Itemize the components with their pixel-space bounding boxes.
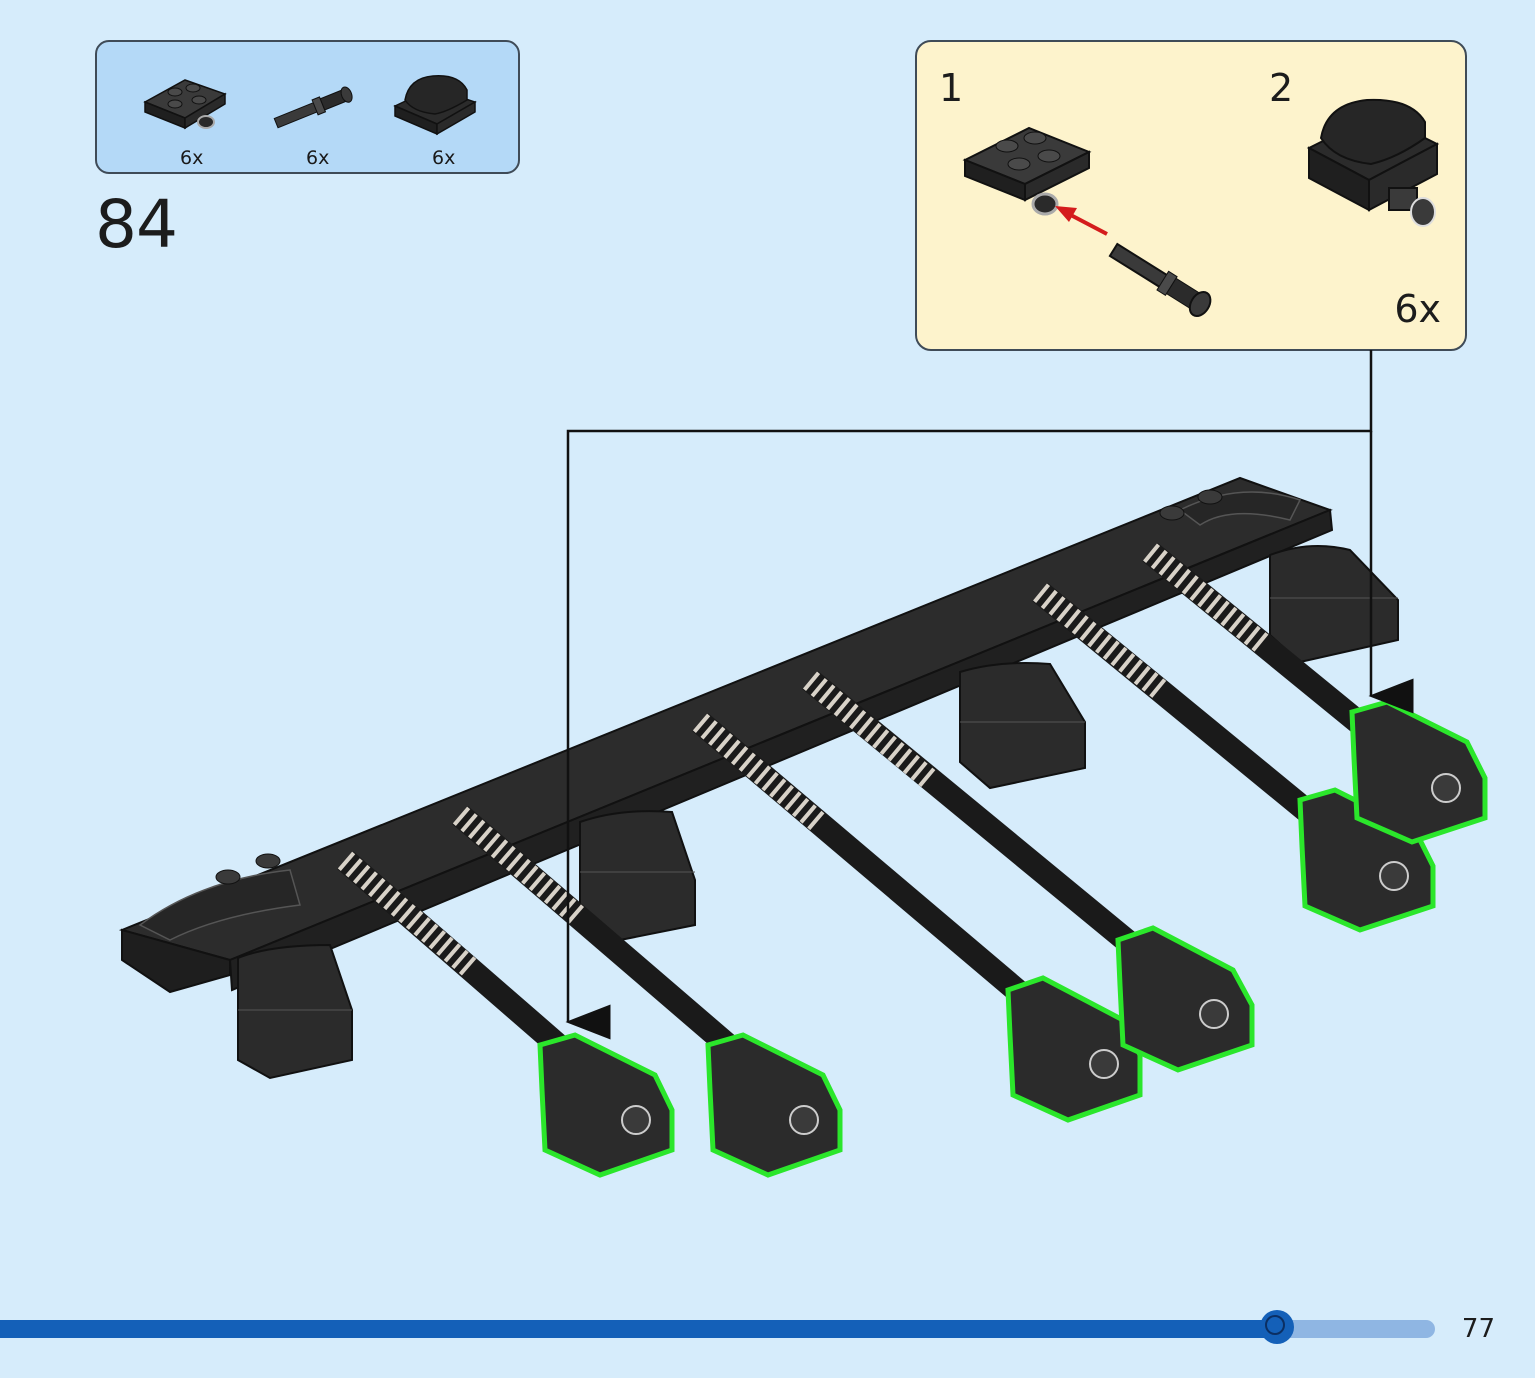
parts-list-item: 6x	[135, 62, 245, 169]
progress-indicator	[1260, 1310, 1294, 1344]
slope-piece	[237, 943, 353, 1080]
sub-assembly-callout: 1 2	[915, 40, 1467, 351]
axle-rod	[1032, 582, 1338, 840]
axle-rod	[802, 670, 1158, 970]
slope-with-pin-icon	[1306, 98, 1440, 227]
part-quantity: 6x	[306, 147, 330, 169]
axle-rod	[1142, 542, 1388, 750]
parts-list-item: 6x	[387, 62, 497, 169]
slope-piece	[1269, 545, 1399, 664]
new-sub-assembly	[705, 1032, 843, 1178]
curved-slope-icon	[393, 75, 477, 136]
sub-assembly-illustration	[962, 98, 1440, 318]
axle-rod	[692, 712, 1048, 1020]
page-number: 77	[1461, 1314, 1495, 1344]
parts-list-callout: 6x 6x 6x	[95, 40, 520, 174]
sub-step-number: 2	[1269, 66, 1294, 110]
sub-step-number: 1	[939, 66, 964, 110]
slope-piece	[959, 662, 1086, 790]
sub-assembly-quantity: 6x	[1394, 287, 1441, 331]
part-quantity: 6x	[180, 147, 204, 169]
plate-with-pin-hole-icon	[962, 126, 1092, 216]
new-sub-assembly	[1005, 975, 1143, 1123]
progress-bar	[0, 1320, 1435, 1338]
progress-bar-fill	[0, 1320, 1277, 1338]
plate-with-pin-hole-icon	[143, 79, 227, 130]
slope-piece	[579, 810, 696, 944]
base-beam	[118, 476, 1334, 994]
pin-icon	[1108, 242, 1212, 318]
callout-leader-arrow	[565, 350, 1414, 1040]
step-number: 84	[95, 186, 178, 263]
step-illustration	[118, 350, 1488, 1178]
new-sub-assembly	[1115, 925, 1255, 1073]
part-quantity: 6x	[432, 147, 456, 169]
axle-rod	[452, 805, 753, 1070]
pin-icon	[273, 86, 353, 129]
new-sub-assembly	[537, 1032, 675, 1178]
insert-arrow-icon	[1055, 206, 1108, 236]
axle-rod	[337, 850, 583, 1070]
new-sub-assembly	[1349, 699, 1488, 845]
parts-list-item: 6x	[261, 62, 371, 169]
